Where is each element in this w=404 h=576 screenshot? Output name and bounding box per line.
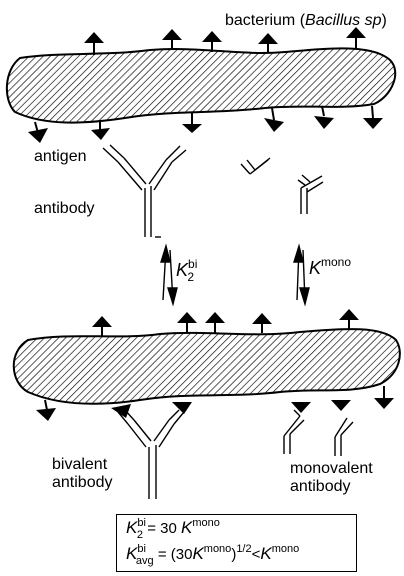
- antigen-icon: [374, 386, 394, 409]
- antigen-icon: [291, 392, 311, 413]
- antigen-icon: [346, 27, 366, 48]
- antigen-icon: [339, 309, 359, 330]
- bacterium-species: Bacillus sp: [305, 12, 381, 29]
- bacterium-label-suffix: ): [382, 12, 387, 29]
- equation-2: Kbiavg = (30Kmono)1/2<Kmono: [126, 544, 299, 564]
- free-monovalent-antibody: [298, 175, 323, 214]
- equation-box: Kbi2 = 30 Kmono Kbiavg = (30Kmono)1/2<Km…: [116, 514, 357, 572]
- bacterium-top: [7, 48, 395, 122]
- antigen-icon: [28, 122, 48, 143]
- bound-monovalent-antibody: [335, 418, 353, 456]
- antigen-icon: [91, 120, 110, 140]
- antigen-icon: [202, 31, 222, 52]
- monovalent-antibody-label: monovalent antibody: [290, 460, 373, 496]
- antigen-icon: [205, 312, 225, 333]
- free-monovalent-antibody: [241, 158, 270, 174]
- antigen-icon: [264, 108, 284, 132]
- bacterium-label-prefix: bacterium (: [225, 12, 305, 29]
- antigen-icon: [363, 106, 383, 129]
- antigen-label: antigen: [34, 148, 87, 166]
- equation-1: Kbi2 = 30 Kmono: [126, 518, 220, 538]
- k-bi-label: Kbi2: [176, 260, 194, 281]
- bacterium-bottom: [14, 329, 400, 404]
- antigen-icon: [162, 29, 182, 50]
- k-mono-label: Kmono: [309, 258, 351, 279]
- antigen-icon: [92, 316, 112, 337]
- antigen-icon: [258, 33, 278, 53]
- antibody-label: antibody: [34, 200, 95, 218]
- bound-bivalent-antibody: [118, 409, 184, 499]
- antigen-icon: [182, 112, 202, 133]
- antigen-icon: [84, 32, 104, 55]
- bivalent-antibody-label: bivalent antibody: [52, 456, 113, 492]
- antigen-icon: [331, 390, 351, 411]
- bound-monovalent-antibody: [284, 410, 304, 454]
- antigen-icon: [177, 312, 197, 333]
- antigen-icon: [36, 400, 56, 421]
- antigen-icon: [172, 396, 192, 414]
- bacterium-label: bacterium (Bacillus sp): [225, 12, 387, 30]
- antigen-icon: [314, 106, 334, 129]
- equilibrium-arrow-bivalent: [161, 246, 177, 304]
- antigen-icon: [252, 313, 272, 333]
- equilibrium-arrow-monovalent: [294, 246, 309, 304]
- free-bivalent-antibody: [103, 145, 186, 237]
